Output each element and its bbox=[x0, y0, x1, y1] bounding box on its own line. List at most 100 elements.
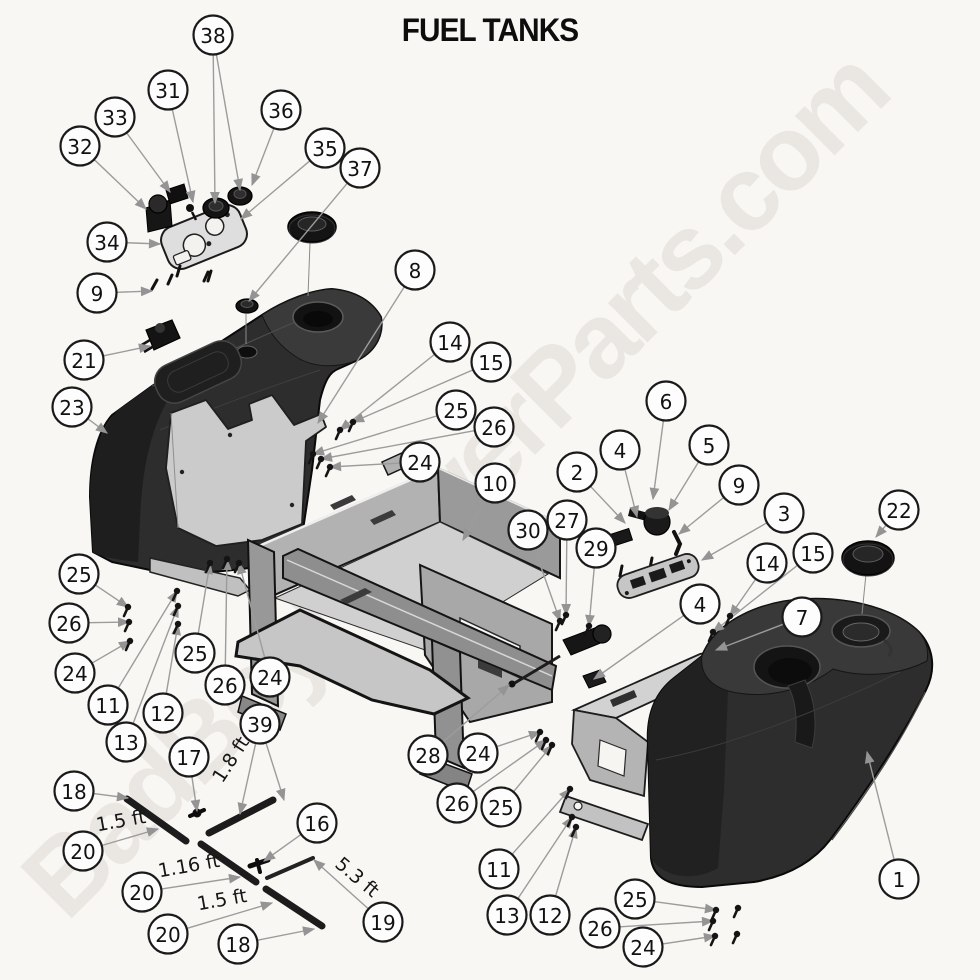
callout-34[interactable]: 34 bbox=[86, 221, 128, 263]
leader-line bbox=[257, 926, 316, 941]
svg-text:24: 24 bbox=[630, 936, 655, 960]
callout-31[interactable]: 31 bbox=[147, 69, 189, 111]
leader-line bbox=[714, 623, 784, 651]
callout-33[interactable]: 33 bbox=[94, 96, 136, 138]
tank-mount-plate-illustration bbox=[165, 394, 327, 547]
svg-text:39: 39 bbox=[247, 713, 272, 737]
callout-29[interactable]: 29 bbox=[575, 527, 617, 569]
callout-3[interactable]: 3 bbox=[763, 492, 805, 534]
svg-text:18: 18 bbox=[225, 933, 250, 957]
leader-line bbox=[95, 584, 130, 608]
svg-text:13: 13 bbox=[494, 904, 519, 928]
leader-line bbox=[116, 286, 154, 297]
callout-25[interactable]: 25 bbox=[480, 786, 522, 828]
dash-panel-illustration bbox=[145, 183, 253, 291]
leader-line bbox=[517, 815, 573, 899]
svg-text:18: 18 bbox=[61, 780, 86, 804]
leader-line bbox=[237, 743, 257, 816]
leader-line bbox=[533, 548, 561, 623]
callout-27[interactable]: 27 bbox=[546, 499, 588, 541]
callout-4[interactable]: 4 bbox=[679, 583, 721, 625]
leader-line bbox=[729, 578, 757, 618]
callout-24[interactable]: 24 bbox=[249, 656, 291, 698]
callout-24[interactable]: 24 bbox=[399, 441, 441, 483]
svg-text:25: 25 bbox=[443, 399, 468, 423]
left-fuel-cap-icon bbox=[287, 211, 337, 297]
callout-20[interactable]: 20 bbox=[147, 913, 189, 955]
callout-26[interactable]: 26 bbox=[204, 664, 246, 706]
callout-20[interactable]: 20 bbox=[62, 830, 104, 872]
callout-5[interactable]: 5 bbox=[688, 424, 730, 466]
callout-16[interactable]: 16 bbox=[296, 802, 338, 844]
callout-2[interactable]: 2 bbox=[556, 451, 598, 493]
callout-24[interactable]: 24 bbox=[622, 926, 664, 968]
callout-35[interactable]: 35 bbox=[304, 127, 346, 169]
svg-text:38: 38 bbox=[200, 24, 225, 48]
callout-11[interactable]: 11 bbox=[478, 848, 520, 890]
svg-text:22: 22 bbox=[886, 499, 911, 523]
leader-line bbox=[87, 418, 108, 434]
callout-8[interactable]: 8 bbox=[394, 249, 436, 291]
bolt-icon bbox=[172, 602, 182, 617]
callout-25[interactable]: 25 bbox=[174, 632, 216, 674]
callout-23[interactable]: 23 bbox=[51, 386, 93, 428]
callout-21[interactable]: 21 bbox=[63, 339, 105, 381]
callout-25[interactable]: 25 bbox=[614, 878, 656, 920]
svg-text:11: 11 bbox=[95, 694, 120, 718]
callout-30[interactable]: 30 bbox=[507, 509, 549, 551]
callout-13[interactable]: 13 bbox=[105, 721, 147, 763]
svg-text:11: 11 bbox=[486, 858, 511, 882]
leader-line bbox=[513, 744, 553, 792]
callout-12[interactable]: 12 bbox=[142, 692, 184, 734]
callout-20[interactable]: 20 bbox=[121, 871, 163, 913]
callout-18[interactable]: 18 bbox=[53, 770, 95, 812]
callout-26[interactable]: 26 bbox=[473, 406, 515, 448]
callout-15[interactable]: 15 bbox=[470, 341, 512, 383]
callout-25[interactable]: 25 bbox=[435, 389, 477, 431]
callout-18[interactable]: 18 bbox=[217, 923, 259, 965]
svg-text:3: 3 bbox=[778, 502, 791, 526]
callout-12[interactable]: 12 bbox=[529, 894, 571, 936]
bolt-icon bbox=[171, 587, 181, 602]
svg-text:17: 17 bbox=[176, 746, 201, 770]
callout-15[interactable]: 15 bbox=[792, 532, 834, 574]
callout-28[interactable]: 28 bbox=[407, 734, 449, 776]
frame-illustration bbox=[234, 451, 561, 793]
callout-4[interactable]: 4 bbox=[599, 429, 641, 471]
leader-line bbox=[91, 640, 132, 664]
bolt-icon bbox=[307, 450, 317, 465]
callout-6[interactable]: 6 bbox=[645, 380, 687, 422]
leader-line bbox=[864, 750, 895, 860]
callout-14[interactable]: 14 bbox=[429, 321, 471, 363]
callout-25[interactable]: 25 bbox=[58, 553, 100, 595]
callout-36[interactable]: 36 bbox=[260, 89, 302, 131]
svg-text:16: 16 bbox=[304, 812, 329, 836]
callout-24[interactable]: 24 bbox=[54, 652, 96, 694]
leader-line bbox=[462, 500, 486, 542]
svg-text:12: 12 bbox=[537, 904, 562, 928]
callout-37[interactable]: 37 bbox=[339, 147, 381, 189]
callout-26[interactable]: 26 bbox=[436, 782, 478, 824]
callout-1[interactable]: 1 bbox=[878, 858, 920, 900]
callout-14[interactable]: 14 bbox=[746, 542, 788, 584]
callout-32[interactable]: 32 bbox=[59, 125, 101, 167]
callout-38[interactable]: 38 bbox=[192, 14, 234, 56]
callout-9[interactable]: 9 bbox=[76, 272, 118, 314]
callout-7[interactable]: 7 bbox=[781, 596, 823, 638]
leader-line bbox=[93, 159, 147, 210]
callout-22[interactable]: 22 bbox=[878, 489, 920, 531]
callout-17[interactable]: 17 bbox=[168, 736, 210, 778]
svg-text:26: 26 bbox=[587, 917, 612, 941]
svg-text:13: 13 bbox=[113, 731, 138, 755]
callout-39[interactable]: 39 bbox=[239, 703, 281, 745]
callout-11[interactable]: 11 bbox=[87, 684, 129, 726]
callout-13[interactable]: 13 bbox=[486, 894, 528, 936]
callout-24[interactable]: 24 bbox=[457, 732, 499, 774]
callout-26[interactable]: 26 bbox=[579, 907, 621, 949]
callout-26[interactable]: 26 bbox=[48, 602, 90, 644]
callout-9[interactable]: 9 bbox=[718, 464, 760, 506]
callout-10[interactable]: 10 bbox=[474, 462, 516, 504]
bolt-icon bbox=[709, 932, 719, 947]
callout-19[interactable]: 19 bbox=[362, 901, 404, 943]
